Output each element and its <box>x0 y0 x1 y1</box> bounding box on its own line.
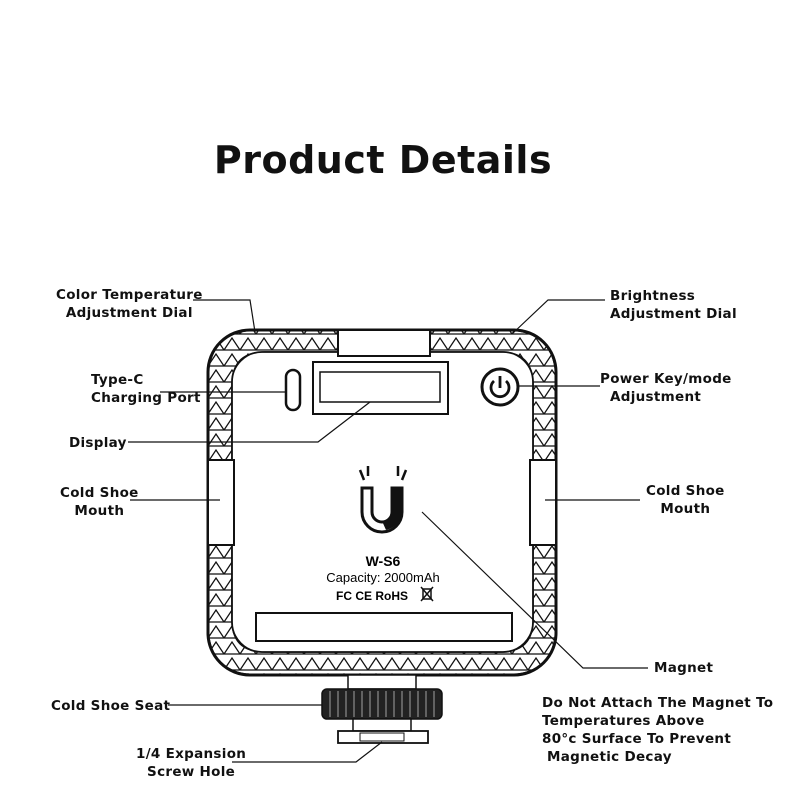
warning-note: Do Not Attach The Magnet To Temperatures… <box>542 694 773 766</box>
certification-marks: FC CE RoHS <box>336 589 408 603</box>
device-body <box>206 328 558 677</box>
page-title: Product Details <box>213 138 553 182</box>
left-cold-shoe-mouth <box>207 459 235 546</box>
label-line: Power Key/mode <box>600 371 732 387</box>
label-line: 1/4 Expansion <box>136 746 247 762</box>
label-line: Mouth <box>74 503 125 519</box>
label-display: Display <box>69 435 127 451</box>
display-screen <box>312 361 449 415</box>
warning-line: 80°c Surface To Prevent <box>542 731 732 747</box>
label-cold-shoe-mouth-left: Cold Shoe Mouth <box>60 484 139 520</box>
label-power-key: Power Key/mode Adjustment <box>600 370 732 406</box>
label-color-temperature-dial: Color Temperature Adjustment Dial <box>56 286 203 322</box>
label-type-c-port: Type-C Charging Port <box>91 371 201 407</box>
label-line: Cold Shoe <box>646 483 725 499</box>
label-line: Cold Shoe <box>60 485 139 501</box>
label-magnet: Magnet <box>654 660 714 676</box>
label-line: Charging Port <box>91 390 201 406</box>
label-expansion-screw-hole: 1/4 Expansion Screw Hole <box>136 745 246 781</box>
warning-line: Temperatures Above <box>542 713 705 729</box>
label-line: Mouth <box>660 501 711 517</box>
warning-line: Magnetic Decay <box>542 749 672 765</box>
label-line: Adjustment Dial <box>610 306 737 322</box>
label-brightness-dial: Brightness Adjustment Dial <box>610 287 737 323</box>
label-line: Screw Hole <box>147 764 236 780</box>
label-line: Adjustment Dial <box>65 305 193 321</box>
label-line: Color Temperature <box>56 287 203 303</box>
label-line: Brightness <box>610 288 696 304</box>
leader-color-temp <box>193 299 256 333</box>
model-text: W-S6 <box>366 553 401 569</box>
leader-magnet <box>421 511 648 669</box>
cold-shoe-seat <box>321 674 443 744</box>
power-button <box>480 367 520 407</box>
label-line: Adjustment <box>610 389 702 405</box>
warning-line: Do Not Attach The Magnet To <box>542 695 774 711</box>
weee-icon <box>420 586 434 602</box>
type-c-port <box>284 368 302 412</box>
leader-brightness <box>511 299 605 335</box>
capacity-text: Capacity: 2000mAh <box>326 570 439 585</box>
leader-expansion-hole <box>232 741 383 763</box>
leader-display <box>128 401 371 443</box>
magnet-icon <box>358 466 408 534</box>
label-cold-shoe-mouth-right: Cold Shoe Mouth <box>646 482 725 518</box>
bottom-slot <box>255 612 513 642</box>
label-cold-shoe-seat: Cold Shoe Seat <box>51 698 171 714</box>
label-line: Type-C <box>91 372 144 388</box>
top-cold-shoe-slot <box>337 329 431 357</box>
right-cold-shoe-mouth <box>529 459 557 546</box>
